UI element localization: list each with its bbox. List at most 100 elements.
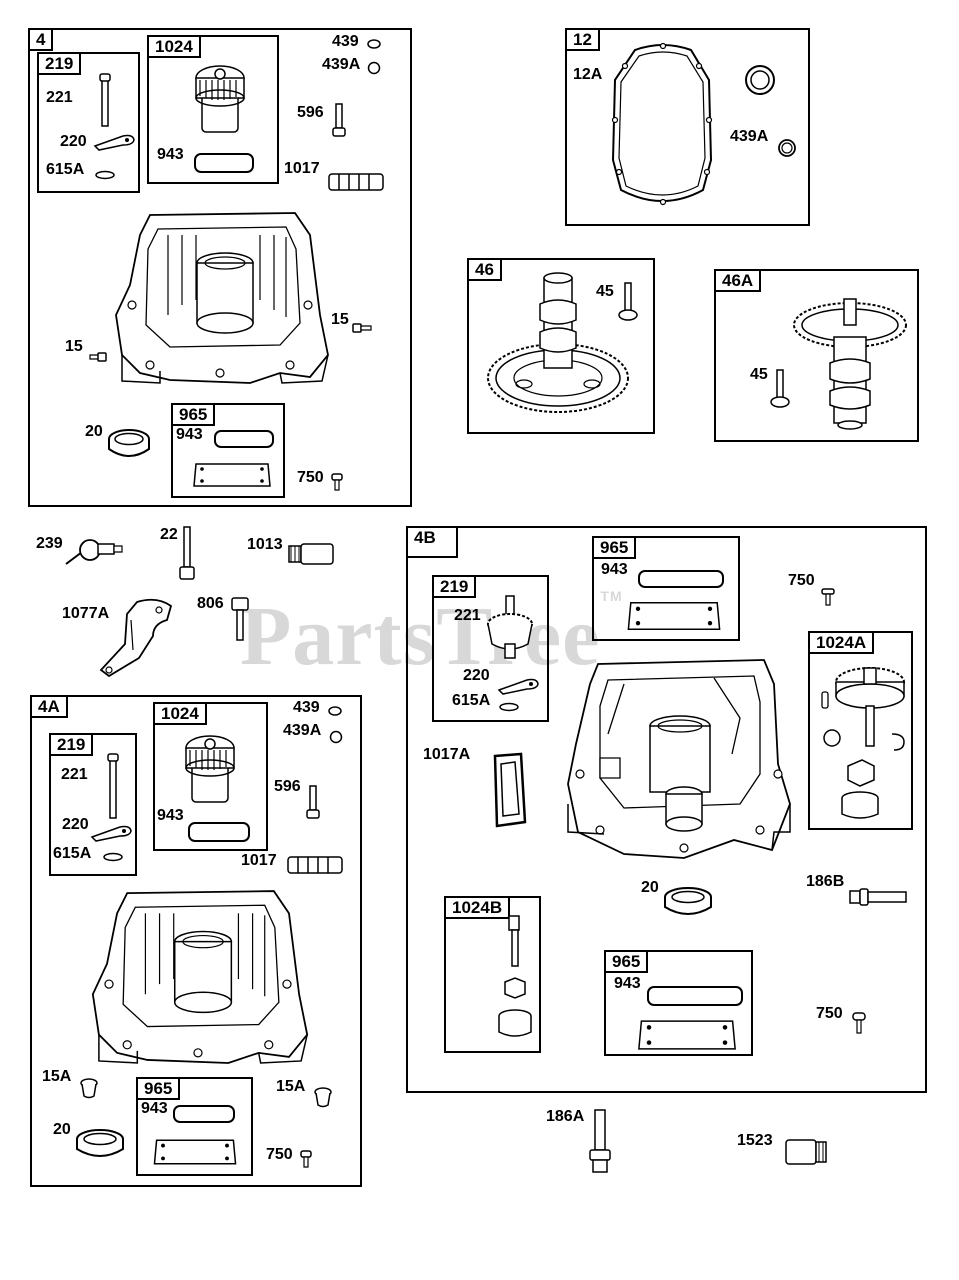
seal-ring-icon [329, 730, 343, 744]
part-label: 750 [816, 1005, 843, 1022]
group-4B-sub-965-bottom-box: 965 [604, 950, 753, 1056]
part-label: 22 [160, 526, 178, 543]
part-label: 221 [46, 89, 73, 106]
part-label: 239 [36, 535, 63, 552]
plug-icon [784, 1134, 828, 1170]
part-label: 220 [463, 667, 490, 684]
bolt-icon [332, 104, 346, 138]
group-4B-sub-1024A-tag: 1024A [808, 631, 875, 654]
camshaft-gear-icon [484, 268, 632, 420]
governor-cup-icon [93, 132, 137, 152]
governor-cup-icon [90, 823, 134, 843]
part-label: 45 [596, 283, 614, 300]
part-label: 439A [322, 56, 361, 73]
breather-icon [487, 752, 529, 828]
part-label: 750 [788, 572, 815, 589]
part-label: 1017A [423, 746, 471, 763]
bracket-icon [97, 596, 179, 680]
part-label: 943 [157, 807, 184, 824]
part-label: 806 [197, 595, 224, 612]
part-label: 943 [141, 1100, 168, 1117]
cover-plate-icon [628, 1016, 746, 1054]
part-label: 20 [53, 1121, 71, 1138]
dipstick-tube-icon [586, 1110, 614, 1174]
seal-ring-icon [367, 61, 381, 75]
gasket-icon [192, 151, 256, 175]
part-label: 186B [806, 873, 845, 890]
group-4B-sub-1024B-box: 1024B [444, 896, 541, 1053]
cover-gasket-icon [605, 40, 721, 212]
part-label: 943 [157, 146, 184, 163]
crankcase-cover-icon [86, 883, 312, 1065]
gasket-icon [186, 820, 252, 844]
bolt-icon [306, 786, 320, 820]
breather-icon [286, 853, 344, 877]
governor-gear-icon [190, 60, 250, 136]
camshaft-gear-icon [790, 293, 910, 435]
valve-lifter-icon [617, 283, 639, 323]
oil-seal-icon [743, 63, 777, 97]
group-12-box: 12 [565, 28, 810, 226]
part-label: 1077A [62, 605, 110, 622]
oil-seal-icon [106, 427, 152, 461]
group-4B-sub-965-top-tag: 965 [592, 536, 637, 559]
group-4-sub-1024-tag: 1024 [147, 35, 201, 58]
group-4-sub-1024-box: 1024 [147, 35, 279, 184]
oring-icon [327, 705, 343, 717]
group-4B-sub-1024B-tag: 1024B [444, 896, 511, 919]
part-label: 15 [65, 338, 83, 355]
group-4A-tag: 4A [30, 695, 68, 718]
group-4B-sub-219-tag: 219 [432, 575, 477, 598]
part-label: 439A [730, 128, 769, 145]
cover-plate-icon [190, 460, 274, 490]
sensor-icon [62, 534, 124, 570]
dipstick-tube-icon [848, 885, 908, 909]
group-4A-sub-219-box: 219 [49, 733, 137, 876]
part-label: 1013 [247, 536, 283, 553]
part-label: 221 [454, 607, 481, 624]
crankcase-cover-icon [110, 205, 332, 385]
group-4B-sub-219-box: 219 [432, 575, 549, 722]
part-label: 15A [276, 1078, 306, 1095]
part-label: 615A [46, 161, 85, 178]
gasket-icon [212, 428, 276, 450]
bushing-icon [79, 1078, 99, 1100]
part-label: 943 [601, 561, 628, 578]
screw-icon [331, 473, 343, 491]
group-4A-sub-1024-box: 1024 [153, 702, 268, 851]
breather-icon [327, 170, 385, 194]
part-label: 20 [641, 879, 659, 896]
part-label: 1523 [737, 1132, 773, 1149]
governor-gear-icon [180, 730, 240, 806]
governor-cup-icon [497, 676, 541, 696]
group-4A-sub-965-box: 965 [136, 1077, 253, 1176]
group-4A-sub-965-tag: 965 [136, 1077, 181, 1100]
oil-seal-icon [74, 1127, 126, 1163]
part-label: 439 [293, 699, 320, 716]
part-label: 750 [297, 469, 324, 486]
part-label: 220 [60, 133, 87, 150]
screw-icon [300, 1150, 312, 1168]
part-label: 943 [176, 426, 203, 443]
valve-lifter-icon [769, 370, 791, 410]
bolt-icon [178, 527, 196, 581]
part-label: 750 [266, 1146, 293, 1163]
part-label: 220 [62, 816, 89, 833]
seal-ring-icon [777, 138, 797, 158]
group-4A-sub-1024-tag: 1024 [153, 702, 207, 725]
crankcase-cover-icon [564, 654, 794, 864]
screw-icon [353, 320, 373, 336]
part-label: 20 [85, 423, 103, 440]
group-4A-box: 4A [30, 695, 362, 1187]
part-label: 15A [42, 1068, 72, 1085]
watermark: PartsTreeTM [240, 588, 623, 683]
group-4A-sub-219-tag: 219 [49, 733, 94, 756]
part-label: 186A [546, 1108, 585, 1125]
bushing-icon [313, 1087, 333, 1109]
part-label: 439A [283, 722, 322, 739]
part-label: 615A [452, 692, 491, 709]
governor-gear-icon [482, 596, 538, 660]
screw-icon [852, 1012, 866, 1034]
group-46A-tag: 46A [714, 269, 762, 292]
